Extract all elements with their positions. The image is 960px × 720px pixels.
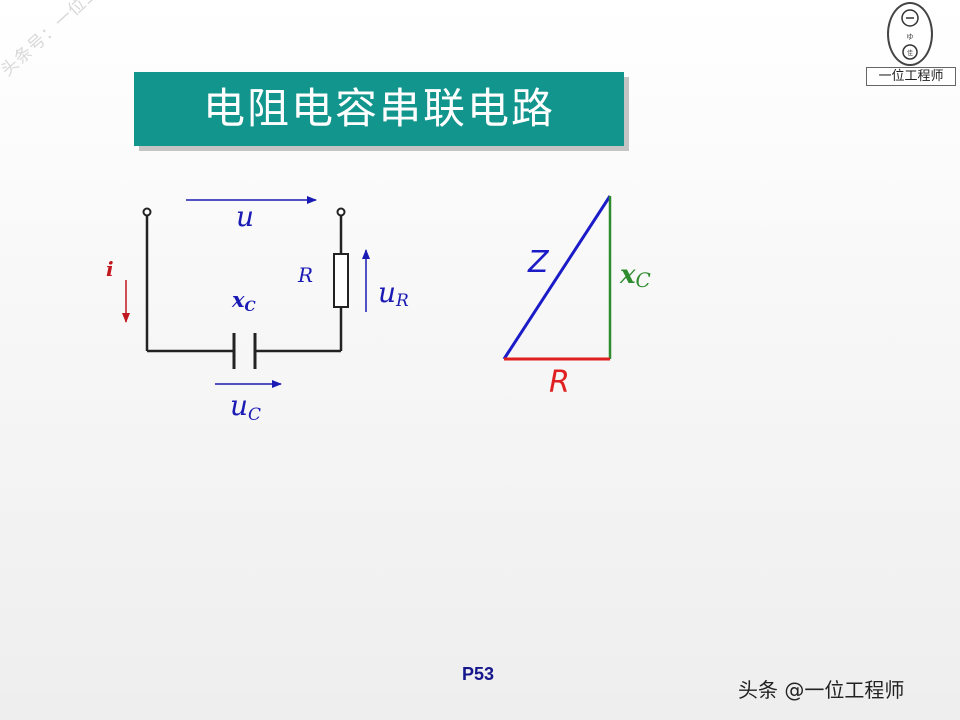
triangle-resistance-label: R bbox=[549, 365, 570, 400]
footer-watermark: 头条 @一位工程师 bbox=[738, 678, 905, 702]
circuit-wires bbox=[142, 207, 346, 353]
impedance-triangle bbox=[502, 195, 612, 361]
capacitor-symbol bbox=[232, 333, 257, 369]
voltage-label: u bbox=[236, 200, 254, 233]
resistor-label: R bbox=[297, 263, 313, 287]
impedance-hypotenuse bbox=[502, 195, 612, 360]
svg-text:佳: 佳 bbox=[907, 49, 913, 57]
svg-text:ゆ: ゆ bbox=[907, 33, 914, 41]
left-terminal bbox=[142, 207, 152, 217]
logo-seal-icon: ゆ 佳 bbox=[887, 2, 933, 66]
resistor-voltage-label: uR bbox=[378, 276, 409, 311]
triangle-reactance-label: xC bbox=[619, 260, 651, 292]
channel-logo: ゆ 佳 一位工程师 bbox=[866, 2, 956, 86]
capacitor-voltage-label: uC bbox=[230, 389, 261, 425]
page-number: P53 bbox=[462, 664, 495, 684]
resistor-symbol bbox=[333, 253, 349, 308]
right-terminal bbox=[336, 207, 346, 217]
page-title: 电阻电容串联电路 bbox=[134, 72, 624, 146]
current-label: i bbox=[106, 257, 114, 281]
capacitor-reactance-label: xC bbox=[231, 287, 256, 315]
impedance-label: Z bbox=[527, 245, 550, 280]
logo-caption: 一位工程师 bbox=[866, 67, 956, 86]
